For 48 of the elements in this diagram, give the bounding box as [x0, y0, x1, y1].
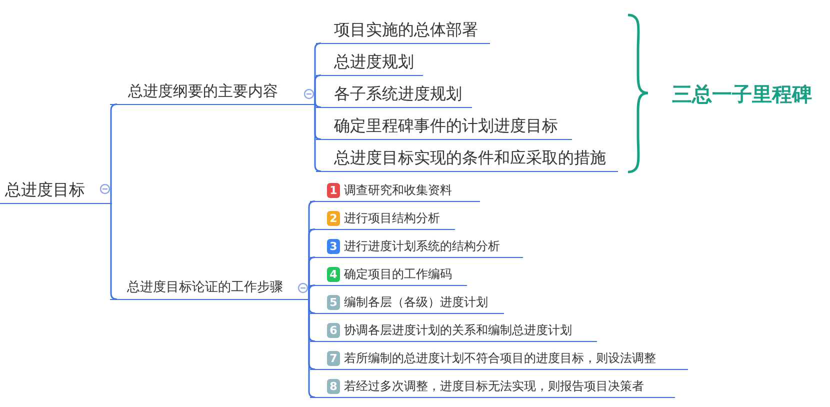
number-badge: 7	[327, 351, 340, 366]
topic-node	[110, 82, 316, 105]
topic-text: 各子系统进度规划	[334, 84, 462, 103]
topic-text: 协调各层进度计划的关系和编制总进度计划	[344, 323, 572, 337]
topic-node	[310, 323, 597, 342]
connector-line	[308, 299, 316, 398]
connector-line	[110, 104, 118, 204]
connector-line	[110, 203, 118, 300]
number-badge: 5	[327, 295, 340, 310]
topic-node	[316, 20, 490, 44]
topic-text: 总进度目标论证的工作步骤	[127, 280, 283, 296]
topic-text: 总进度目标实现的条件和应采取的措施	[334, 148, 606, 167]
topic-text: 调查研究和收集资料	[344, 183, 452, 197]
topic-node	[0, 180, 112, 204]
topic-text: 项目实施的总体部署	[334, 20, 478, 39]
number-badge: 3	[327, 239, 340, 254]
topic-text: 总进度规划	[334, 52, 414, 71]
connector-line	[314, 74, 322, 104]
connector-line	[314, 104, 322, 172]
topic-text: 若所编制的总进度计划不符合项目的进度目标，则设法调整	[344, 351, 656, 365]
connector-line	[314, 100, 322, 108]
topic-text: 若经过多次调整，进度目标无法实现，则报告项目决策者	[344, 379, 644, 393]
topic-node	[316, 116, 572, 140]
topic-text: 编制各层（各级）进度计划	[344, 295, 488, 309]
connector-line	[308, 284, 316, 300]
topic-node	[316, 84, 472, 108]
number-badge: 6	[327, 323, 340, 338]
topic-node	[316, 148, 618, 172]
topic-text: 总进度纲要的主要内容	[128, 82, 278, 100]
topic-node	[310, 239, 523, 258]
topic-node	[310, 295, 504, 314]
topic-text: 确定项目的工作编码	[344, 267, 452, 281]
topic-node	[316, 52, 423, 76]
number-badge: 2	[327, 211, 340, 226]
topic-text: 确定里程碑事件的计划进度目标	[334, 116, 558, 135]
summary-label: 三总一子里程碑	[672, 81, 812, 108]
number-badge: 8	[327, 379, 340, 394]
topic-node	[310, 183, 480, 202]
topic-node	[310, 267, 467, 286]
topic-node	[310, 211, 455, 230]
number-badge: 4	[327, 267, 340, 282]
topic-text: 进行项目结构分析	[344, 211, 440, 225]
topic-node	[310, 351, 688, 370]
topic-node	[310, 379, 675, 398]
number-badge: 1	[327, 183, 340, 198]
topic-text: 进行进度计划系统的结构分析	[344, 239, 500, 253]
topic-text: 总进度目标	[5, 180, 85, 199]
topic-node	[110, 280, 310, 300]
